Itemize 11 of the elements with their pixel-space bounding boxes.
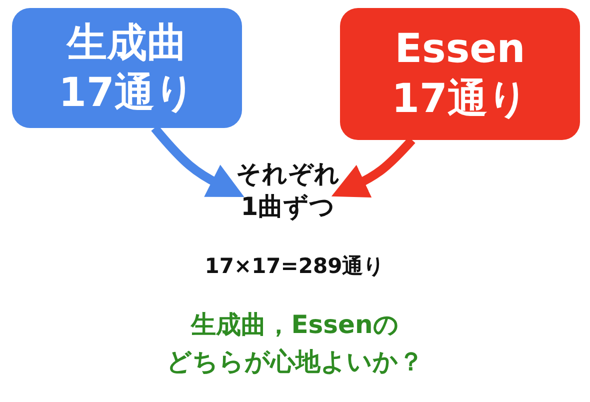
callout-box (340, 8, 580, 140)
node-text: それぞれ1曲ずつ (235, 158, 341, 223)
formula-text: 17×17=289通り (204, 253, 386, 280)
question-text: どちらが心地よいか？ (166, 346, 424, 378)
node-text: 17通り (392, 75, 528, 124)
question-text: 生成曲，Essenの (191, 309, 399, 341)
arrow (151, 125, 244, 197)
node-text: Essen (394, 25, 526, 74)
node-text: 生成曲 (67, 19, 187, 68)
callout-box (12, 8, 242, 128)
node-text: 17通り (58, 69, 196, 118)
